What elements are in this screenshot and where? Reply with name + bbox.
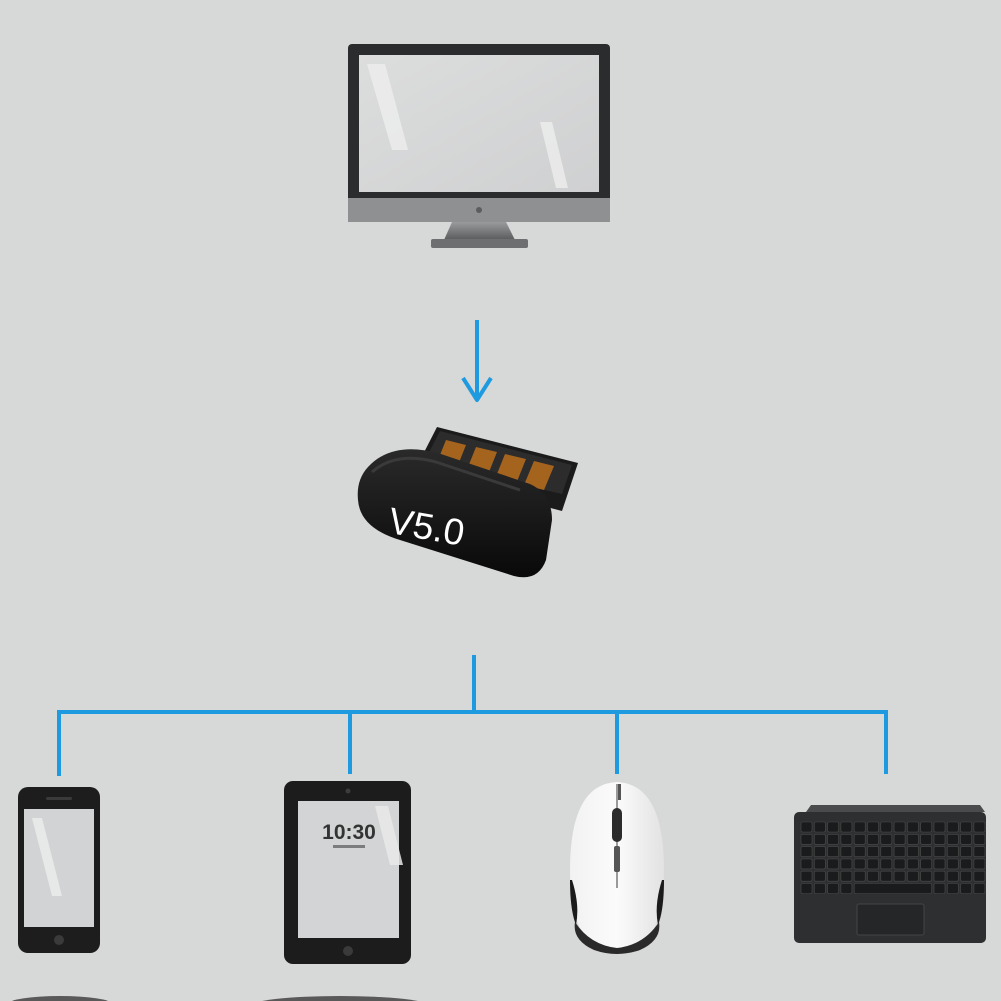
keyboard-key [853,858,866,870]
keyboard-key [800,846,813,857]
keyboard-key [800,883,813,894]
keyboard-key [813,821,826,833]
keyboard-key [853,821,866,833]
keyboard-key [827,846,839,857]
keyboard-key [907,821,919,833]
keyboard-key [853,870,866,882]
keyboard-key [893,846,906,857]
keyboard-key [973,821,986,833]
keyboard-icon [794,805,986,943]
keyboard-key [920,821,933,833]
keyboard-key [960,821,972,833]
keyboard-key [933,846,946,857]
keyboard-key [827,858,839,870]
keyboard-key [840,883,853,894]
keyboard-key [920,846,933,857]
keyboard-key [973,883,986,894]
connector-tree [57,655,888,776]
keyboard-key [800,821,813,833]
keyboard-key [840,870,853,882]
smartphone-icon [18,787,100,953]
keyboard-key [800,858,813,870]
keyboard-key [946,833,959,845]
bottom-shadows [11,996,418,1001]
keyboard-key [907,870,919,882]
keyboard-key [973,833,986,845]
keyboard-key [946,846,959,857]
keyboard-key [933,883,946,894]
keyboard-key [973,870,986,882]
tablet-icon: 10:30 [284,781,411,964]
keyboard-key [907,858,919,870]
keyboard-key [800,870,813,882]
mouse-icon [570,782,664,954]
usb-adapter-icon: V5.0 [357,427,578,578]
keyboard-key [880,833,893,845]
keyboard-key [827,833,839,845]
keyboard-key [933,870,946,882]
keyboard-key [920,833,933,845]
keyboard-key [840,833,853,845]
keyboard-key [893,870,906,882]
keyboard-key [867,870,879,882]
keyboard-key [960,846,972,857]
keyboard-key [853,833,866,845]
keyboard-key [933,821,946,833]
keyboard-key [907,833,919,845]
keyboard-key [813,870,826,882]
keyboard-key [867,846,879,857]
keyboard-key [960,870,972,882]
keyboard-key [946,821,959,833]
keyboard-key [840,858,853,870]
keyboard-key [800,833,813,845]
keyboard-key [867,858,879,870]
keyboard-key [840,821,853,833]
keyboard-key [893,821,906,833]
keyboard-key [880,846,893,857]
tablet-clock: 10:30 [322,821,376,844]
keyboard-key [946,858,959,870]
keyboard-key [827,821,839,833]
keyboard-key [920,858,933,870]
keyboard-key [960,883,972,894]
keyboard-key [880,821,893,833]
keyboard-key [933,858,946,870]
keyboard-key [853,846,866,857]
keyboard-key [907,846,919,857]
keyboard-key [813,846,826,857]
keyboard-key [920,870,933,882]
keyboard-key [973,858,986,870]
keyboard-key [867,821,879,833]
keyboard-key [827,870,839,882]
keyboard-key [960,858,972,870]
keyboard-key [973,846,986,857]
keyboard-key [813,858,826,870]
connection-arrow [461,320,493,402]
keyboard-spacebar [853,883,933,894]
keyboard-key [827,883,839,894]
keyboard-key [960,833,972,845]
keyboard-key [946,883,959,894]
keyboard-key [880,858,893,870]
keyboard-key [893,833,906,845]
keyboard-key [813,883,826,894]
keyboard-key [867,833,879,845]
keyboard-key [946,870,959,882]
keyboard-key [813,833,826,845]
keyboard-key [933,833,946,845]
keyboard-key [840,846,853,857]
keyboard-key [893,858,906,870]
monitor-icon [348,44,610,248]
keyboard-key [880,870,893,882]
